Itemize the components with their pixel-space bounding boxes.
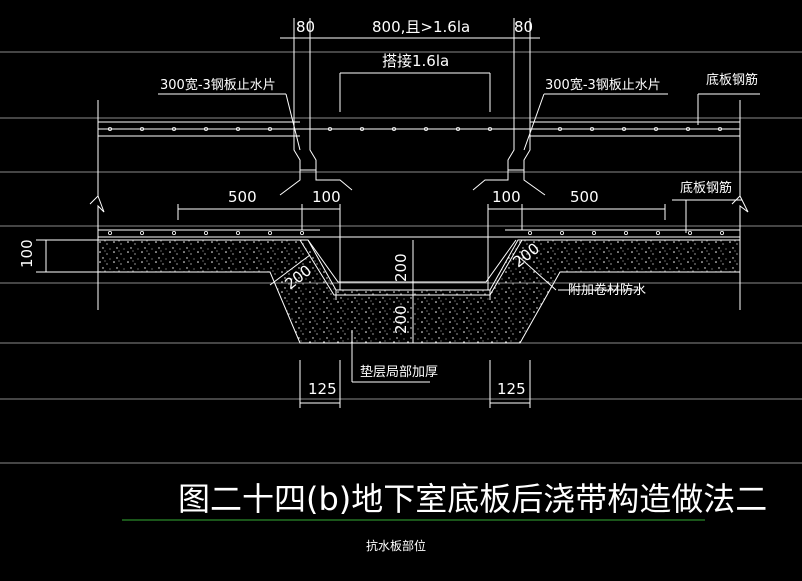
dim-lap: 搭接1.6la bbox=[382, 52, 449, 70]
slab-edges bbox=[89, 100, 749, 310]
upper-slab bbox=[98, 121, 740, 137]
drawing-title: 图二十四(b)地下室底板后浇带构造做法二 bbox=[178, 480, 767, 518]
dim-200-upper: 200 bbox=[392, 253, 410, 282]
label-bottom-rebar-top: 底板钢筋 bbox=[706, 72, 758, 88]
label-waterstop-left: 300宽-3钢板止水片 bbox=[160, 77, 276, 93]
dim-100-right: 100 bbox=[492, 188, 521, 206]
concrete-cushion bbox=[97, 239, 741, 344]
dimension-lines bbox=[36, 18, 666, 408]
label-extra-membrane: 附加卷材防水 bbox=[568, 282, 646, 298]
label-waterstop-right: 300宽-3钢板止水片 bbox=[545, 77, 661, 93]
label-cushion-thicken: 垫层局部加厚 bbox=[360, 364, 438, 380]
dim-80-left: 80 bbox=[296, 18, 315, 36]
dim-500-right: 500 bbox=[570, 188, 599, 206]
dim-80-right: 80 bbox=[514, 18, 533, 36]
lower-slab bbox=[98, 229, 740, 238]
dim-800: 800,且>1.6la bbox=[372, 18, 470, 36]
leader-lines bbox=[158, 93, 760, 383]
dim-100-thickness: 100 bbox=[18, 239, 36, 268]
label-bottom-rebar-mid: 底板钢筋 bbox=[680, 180, 732, 196]
dim-200-lower: 200 bbox=[392, 305, 410, 334]
drawing-subtitle: 抗水板部位 bbox=[366, 538, 426, 553]
dim-500-left: 500 bbox=[228, 188, 257, 206]
dim-100-left: 100 bbox=[312, 188, 341, 206]
waterstop-right bbox=[472, 38, 546, 196]
dim-125-right: 125 bbox=[497, 380, 526, 398]
dim-125-left: 125 bbox=[308, 380, 337, 398]
waterstop-left bbox=[279, 38, 353, 196]
